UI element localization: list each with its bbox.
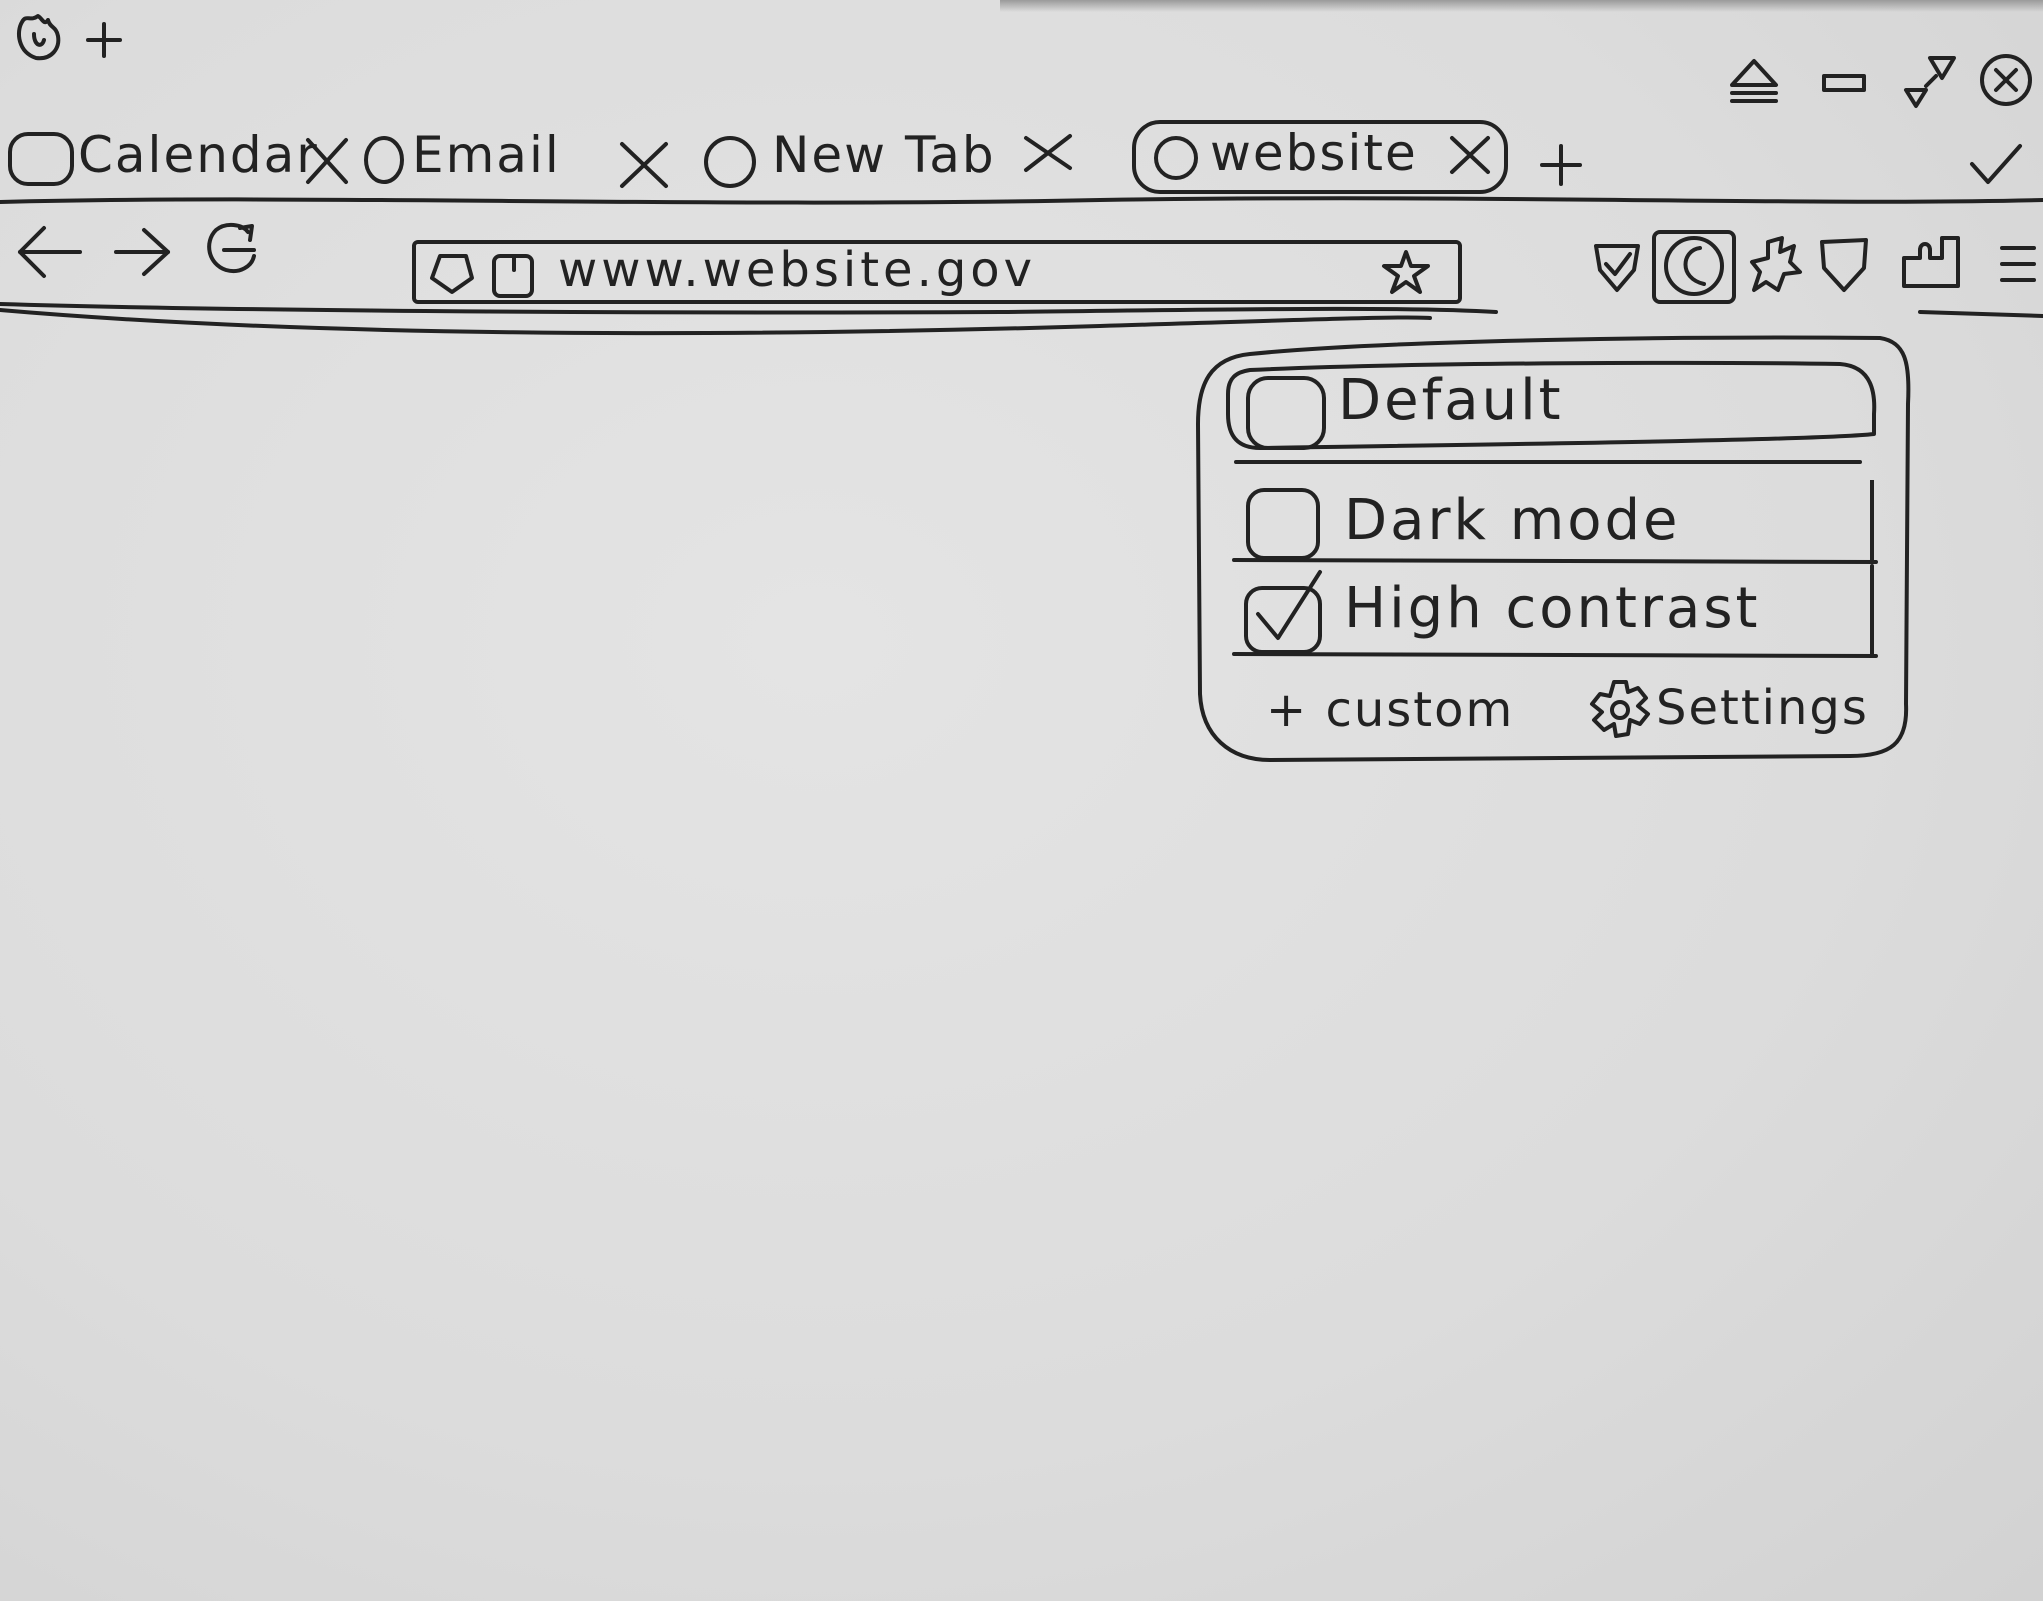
tab-close-icon[interactable]	[616, 140, 672, 190]
close-circle-icon[interactable]	[1976, 52, 2036, 112]
minimize-icon[interactable]	[1820, 68, 1870, 98]
dropdown-outline	[1196, 335, 1911, 762]
theme-option-label: Dark mode	[1344, 488, 1681, 553]
forward-arrow-icon[interactable]	[112, 224, 172, 280]
puzzle-icon[interactable]	[1748, 232, 1804, 298]
theme-dropdown-menu: Default Dark mode High contrast	[1190, 324, 1916, 766]
highlight-outline	[1226, 360, 1877, 464]
url-text: www.website.gov	[558, 242, 1037, 298]
tab-label: New Tab	[772, 126, 996, 184]
tab-calendar[interactable]: Calendar	[6, 120, 348, 190]
reload-icon[interactable]	[200, 216, 266, 282]
tab-close-icon[interactable]	[1020, 132, 1076, 176]
toolbar-divider	[0, 302, 2043, 336]
theme-option-high-contrast[interactable]: High contrast	[1226, 560, 1888, 664]
gear-icon	[1590, 680, 1650, 738]
back-arrow-icon[interactable]	[14, 222, 84, 282]
menu-icon[interactable]	[1998, 240, 2038, 290]
theme-moon-icon[interactable]	[1648, 226, 1740, 306]
chevron-down-icon[interactable]	[1966, 140, 2026, 190]
checkbox-unchecked-icon[interactable]	[1242, 484, 1328, 564]
page-info-icon[interactable]	[488, 250, 538, 300]
tab-close-icon[interactable]	[302, 136, 352, 186]
option-separator	[1232, 564, 1878, 658]
paper-edge-shadow	[1000, 0, 2043, 12]
tab-new-tab[interactable]: New Tab	[700, 120, 1080, 190]
address-bar[interactable]: www.website.gov	[410, 228, 1464, 312]
pin-icon[interactable]	[1900, 50, 1960, 110]
eject-icon[interactable]	[1724, 55, 1784, 105]
circle-favicon-icon	[364, 136, 404, 184]
bookmark-star-icon[interactable]	[1378, 246, 1434, 296]
fire-logo-icon[interactable]	[8, 8, 68, 68]
checkbox-checked-icon[interactable]	[1238, 568, 1334, 658]
theme-option-label: High contrast	[1344, 576, 1761, 641]
tab-close-icon[interactable]	[1446, 134, 1496, 178]
theme-option-dark-mode[interactable]: Dark mode	[1226, 480, 1888, 566]
checkbox-unchecked-icon[interactable]	[1242, 372, 1332, 458]
theme-option-default[interactable]: Default	[1220, 354, 1882, 470]
option-separator	[1232, 480, 1878, 564]
add-custom-theme-button[interactable]: + custom	[1266, 682, 1515, 738]
tab-website-active[interactable]: website	[1130, 118, 1510, 196]
address-bar-outline	[412, 240, 1462, 304]
circle-favicon-icon	[1154, 136, 1198, 180]
new-tab-plus-icon[interactable]	[1536, 140, 1586, 190]
plus-icon[interactable]	[84, 20, 124, 60]
settings-label: Settings	[1656, 680, 1869, 736]
settings-button[interactable]: Settings	[1580, 674, 1900, 754]
square-favicon-icon	[8, 132, 74, 186]
site-shield-icon[interactable]	[426, 248, 476, 298]
shield-check-icon[interactable]	[1590, 236, 1644, 296]
active-tab-outline	[1132, 120, 1508, 194]
tab-email[interactable]: Email	[360, 120, 690, 190]
tab-label: Email	[412, 126, 561, 184]
tab-label: website	[1210, 124, 1418, 182]
extensions-icon[interactable]	[1898, 228, 1964, 294]
tab-strip-divider	[0, 196, 2043, 205]
circle-favicon-icon	[704, 136, 756, 188]
theme-option-label: Default	[1338, 368, 1564, 433]
tab-label: Calendar	[78, 126, 319, 184]
shield-icon[interactable]	[1814, 232, 1874, 298]
